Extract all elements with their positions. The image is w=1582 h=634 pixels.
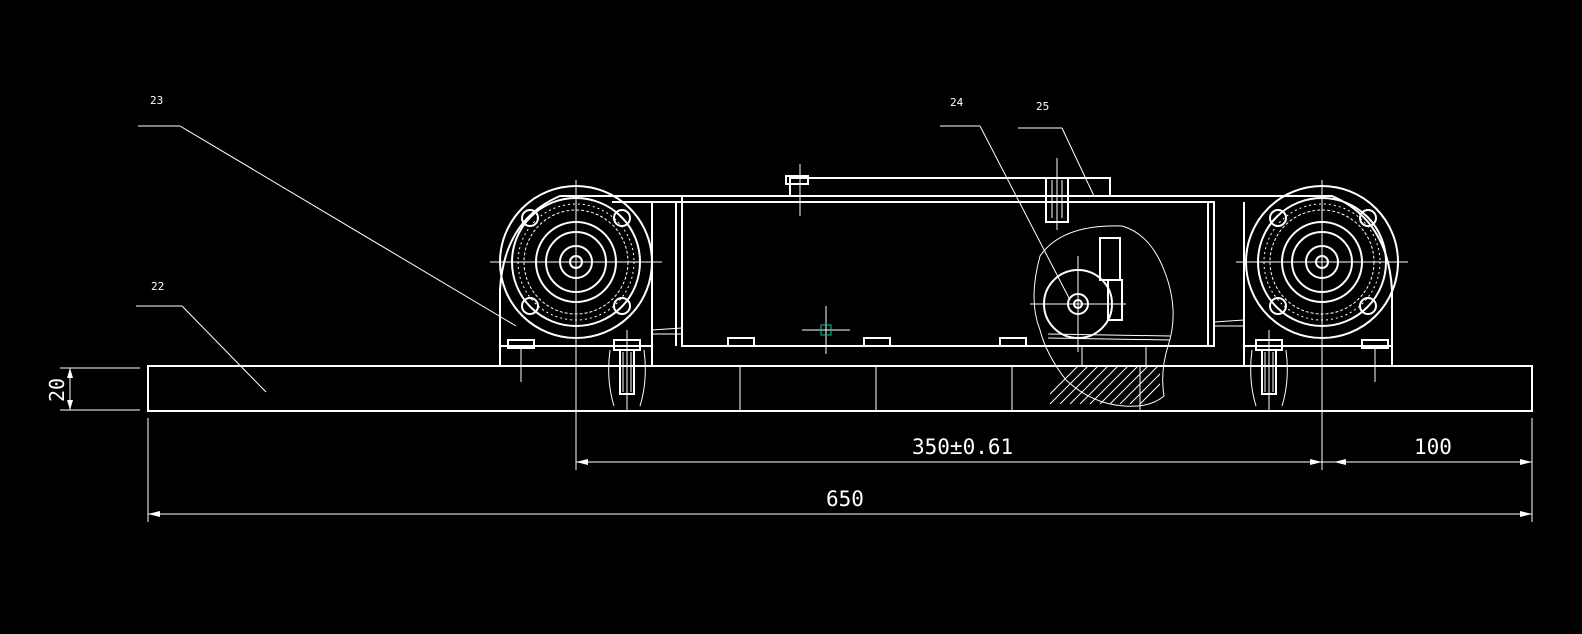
balloon-22: 22 [151, 280, 164, 293]
balloon-25: 25 [1036, 100, 1049, 113]
left-wheel-assembly [490, 180, 683, 470]
dim-right-offset-label: 100 [1414, 435, 1452, 459]
right-wheel-assembly [1214, 180, 1408, 470]
cad-cursor-crosshair[interactable] [802, 306, 850, 354]
dim-overall-length [147, 418, 1533, 522]
housing-frame [612, 195, 1245, 367]
dim-center-span-label: 350±0.61 [912, 435, 1013, 459]
top-cover-plate [785, 158, 1111, 230]
dim-overall-length-label: 650 [826, 487, 864, 511]
balloon-23: 23 [150, 94, 163, 107]
base-plate [147, 365, 1533, 412]
leader-22 [136, 305, 267, 393]
leader-24 [940, 125, 1071, 301]
dim-thickness-label: 20 [45, 378, 69, 402]
dim-center-span [576, 459, 1532, 465]
balloon-24: 24 [950, 96, 964, 109]
dim-thickness [60, 367, 140, 411]
section-hatch [1050, 366, 1160, 404]
gear-motor-section [1030, 225, 1174, 407]
leader-23 [138, 125, 517, 327]
leader-25 [1018, 127, 1095, 197]
housing-bolts [727, 337, 1027, 347]
